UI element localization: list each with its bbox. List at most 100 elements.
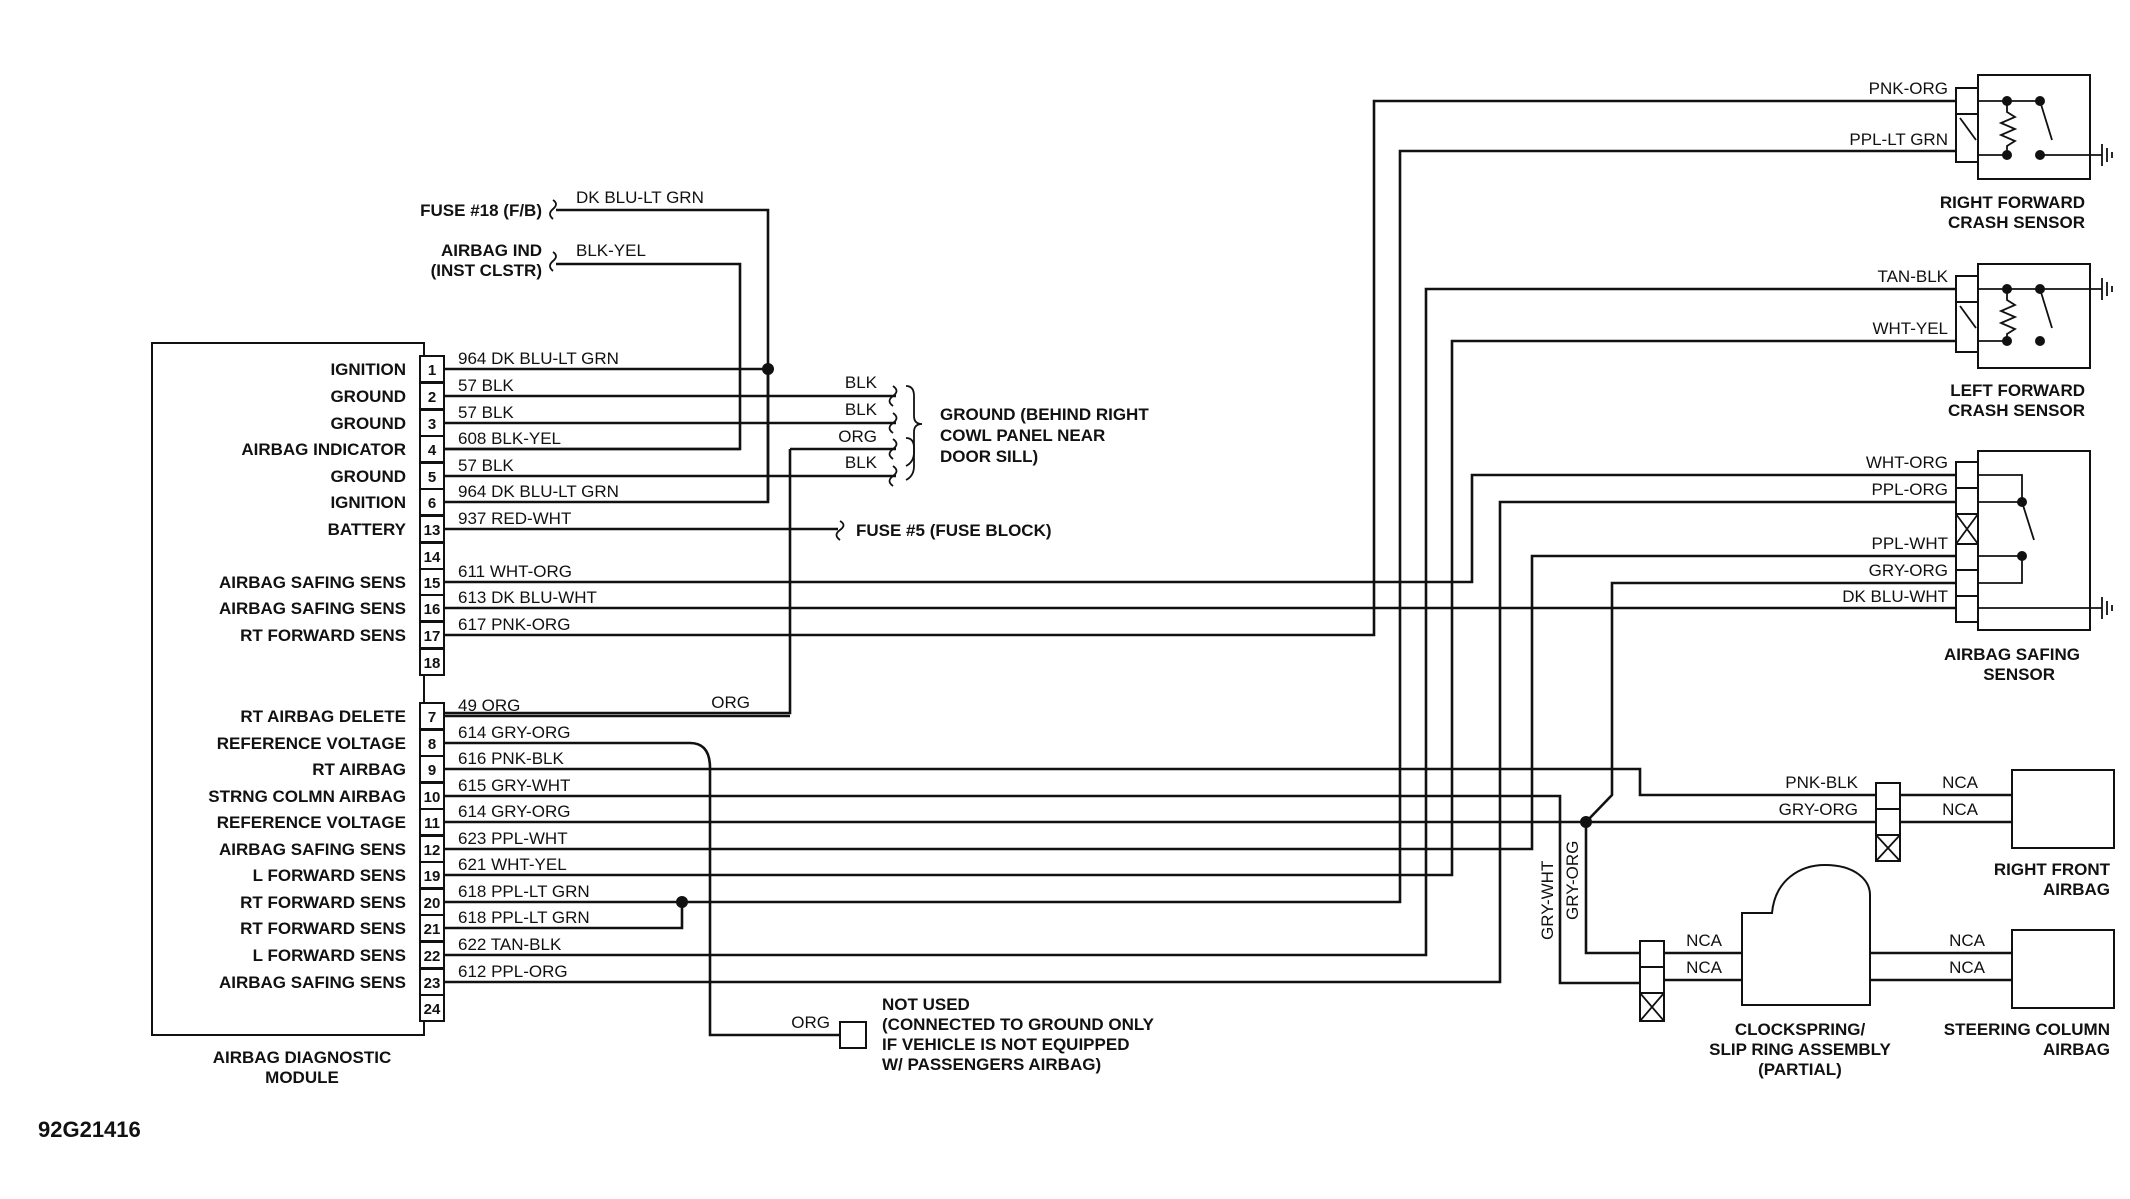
pin-label-15: AIRBAG SAFING SENS xyxy=(219,573,406,592)
pin-number-19: 19 xyxy=(424,868,441,885)
pin-wire-label-3: 57 BLK xyxy=(458,403,514,422)
not-used-line1: NOT USED xyxy=(882,995,970,1014)
pin-number-21: 21 xyxy=(424,921,441,938)
pin-label-17: RT FORWARD SENS xyxy=(240,626,406,645)
rfa-wire2-label: GRY-ORG xyxy=(1779,800,1858,819)
pin-number-20: 20 xyxy=(424,895,441,912)
clockspring-label1: CLOCKSPRING/ xyxy=(1735,1020,1866,1039)
pin-number-4: 4 xyxy=(428,442,437,459)
ground-label-line2: COWL PANEL NEAR xyxy=(940,426,1105,445)
pin-number-18: 18 xyxy=(424,655,441,672)
pin-wire-label-15: 611 WHT-ORG xyxy=(458,562,572,581)
pin-number-7: 7 xyxy=(428,709,436,726)
safing-wire5-label: DK BLU-WHT xyxy=(1842,587,1948,606)
pin-box-18 xyxy=(419,648,445,676)
pin-box-5 xyxy=(419,462,445,490)
pin-number-23: 23 xyxy=(424,975,441,992)
pin-number-17: 17 xyxy=(424,628,441,645)
pin-box-14 xyxy=(419,542,445,570)
clockspring-body xyxy=(1741,863,1871,1006)
lf-wire1-label: TAN-BLK xyxy=(1877,267,1948,286)
pin-label-23: AIRBAG SAFING SENS xyxy=(219,973,406,992)
pin-number-5: 5 xyxy=(428,469,436,486)
safing-sensor-label2: SENSOR xyxy=(1983,665,2055,684)
pin-wire-label-6: 964 DK BLU-LT GRN xyxy=(458,482,619,501)
pin-wire-label-8: 614 GRY-ORG xyxy=(458,723,570,742)
pin-number-15: 15 xyxy=(424,575,441,592)
pin-wire-label-21: 618 PPL-LT GRN xyxy=(458,908,590,927)
rfa-label2: AIRBAG xyxy=(2043,880,2110,899)
not-used-wire-label: ORG xyxy=(791,1013,830,1032)
pin-label-21: RT FORWARD SENS xyxy=(240,919,406,938)
pin-wire-label-1: 964 DK BLU-LT GRN xyxy=(458,349,619,368)
fuse5-label: FUSE #5 (FUSE BLOCK) xyxy=(856,521,1052,540)
pin-box-6 xyxy=(419,488,445,516)
pin-label-1: IGNITION xyxy=(330,360,406,379)
pin-label-16: AIRBAG SAFING SENS xyxy=(219,599,406,618)
org-jumper-label: ORG xyxy=(711,693,750,712)
pin-label-10: STRNG COLMN AIRBAG xyxy=(208,787,406,806)
cs-nca-out1: NCA xyxy=(1949,931,1986,950)
pin-label-5: GROUND xyxy=(330,467,406,486)
pin-wire-label-4: 608 BLK-YEL xyxy=(458,429,561,448)
pin-number-14: 14 xyxy=(424,549,441,566)
rfa-nca1: NCA xyxy=(1942,773,1979,792)
pin-wire-label-2: 57 BLK xyxy=(458,376,514,395)
clockspring-label2: SLIP RING ASSEMBLY xyxy=(1709,1040,1891,1059)
safing-sensor-label1: AIRBAG SAFING xyxy=(1944,645,2080,664)
pin-wire-label-9: 616 PNK-BLK xyxy=(458,749,564,768)
pin-label-2: GROUND xyxy=(330,387,406,406)
airbag-ind-wire-label: BLK-YEL xyxy=(576,241,646,260)
pin-wire-label-22: 622 TAN-BLK xyxy=(458,935,562,954)
pin-label-3: GROUND xyxy=(330,414,406,433)
lf-wire2-label: WHT-YEL xyxy=(1872,319,1948,338)
pin-label-20: RT FORWARD SENS xyxy=(240,893,406,912)
pin-label-8: REFERENCE VOLTAGE xyxy=(217,734,406,753)
ground-wire4-label: BLK xyxy=(845,453,878,472)
rfa-wire1-label: PNK-BLK xyxy=(1785,773,1858,792)
right-front-airbag-box xyxy=(2011,769,2115,849)
rfa-nca2: NCA xyxy=(1942,800,1979,819)
safing-wire2-label: PPL-ORG xyxy=(1871,480,1948,499)
rf-wire2-label: PPL-LT GRN xyxy=(1849,130,1948,149)
pin-box-19 xyxy=(419,861,445,889)
pin-number-2: 2 xyxy=(428,389,436,406)
pin-wire-label-7: 49 ORG xyxy=(458,696,520,715)
vertical-gry-wht-label: GRY-WHT xyxy=(1538,861,1557,940)
module-name-line1: AIRBAG DIAGNOSTIC xyxy=(213,1048,392,1067)
lf-crash-sensor-body xyxy=(1977,263,2091,369)
pin-wire-label-5: 57 BLK xyxy=(458,456,514,475)
ground-label-line3: DOOR SILL) xyxy=(940,447,1038,466)
pin-number-16: 16 xyxy=(424,601,441,618)
rf-crash-sensor-body xyxy=(1977,74,2091,180)
rf-sensor-label2: CRASH SENSOR xyxy=(1948,213,2085,232)
pin-label-7: RT AIRBAG DELETE xyxy=(240,707,406,726)
not-used-terminal xyxy=(839,1021,867,1049)
steering-airbag-label1: STEERING COLUMN xyxy=(1944,1020,2110,1039)
pin-label-19: L FORWARD SENS xyxy=(253,866,406,885)
pin-label-11: REFERENCE VOLTAGE xyxy=(217,813,406,832)
pin-number-22: 22 xyxy=(424,948,441,965)
pin-wire-label-10: 615 GRY-WHT xyxy=(458,776,570,795)
pin-wire-label-17: 617 PNK-ORG xyxy=(458,615,570,634)
pin-wire-label-13: 937 RED-WHT xyxy=(458,509,571,528)
ground-wire1-label: BLK xyxy=(845,373,878,392)
steering-column-airbag-box xyxy=(2011,929,2115,1009)
ground-label-line1: GROUND (BEHIND RIGHT xyxy=(940,405,1149,424)
vertical-gry-org-label: GRY-ORG xyxy=(1563,841,1582,920)
pin-label-22: L FORWARD SENS xyxy=(253,946,406,965)
pin-label-6: IGNITION xyxy=(330,493,406,512)
pin-wire-label-16: 613 DK BLU-WHT xyxy=(458,588,597,607)
cs-nca-in1: NCA xyxy=(1686,931,1723,950)
pin-label-9: RT AIRBAG xyxy=(312,760,406,779)
rfa-label1: RIGHT FRONT xyxy=(1994,860,2111,879)
pin-number-10: 10 xyxy=(424,789,441,806)
pin-wire-label-11: 614 GRY-ORG xyxy=(458,802,570,821)
lf-sensor-label1: LEFT FORWARD xyxy=(1950,381,2085,400)
lf-sensor-label2: CRASH SENSOR xyxy=(1948,401,2085,420)
module-name-line2: MODULE xyxy=(265,1068,339,1087)
pin-number-12: 12 xyxy=(424,842,441,859)
pin-label-4: AIRBAG INDICATOR xyxy=(241,440,406,459)
rf-sensor-label1: RIGHT FORWARD xyxy=(1940,193,2085,212)
